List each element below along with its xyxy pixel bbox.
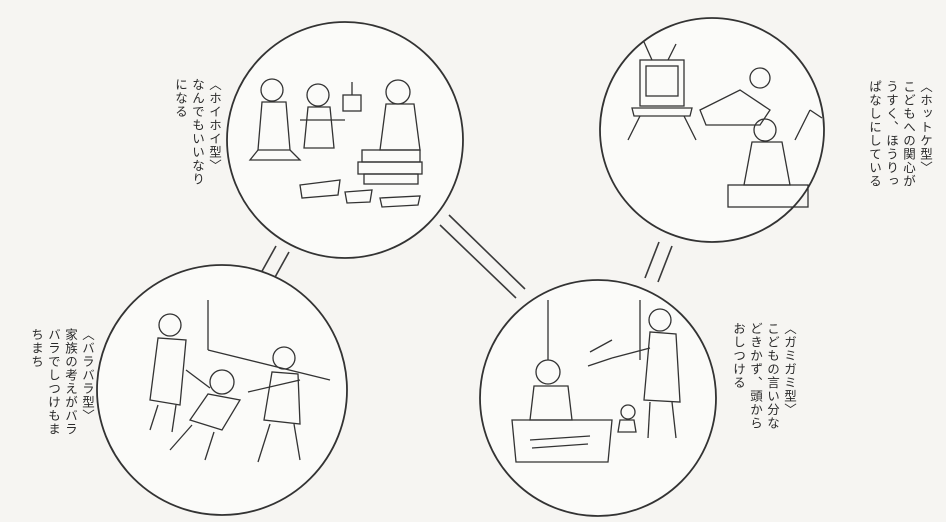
caption-hottoke-line3: ぱなしにしている: [866, 80, 883, 188]
caption-hoihoi: 〈ホイホイ型〉 なんでもいいなり になる: [172, 78, 223, 186]
circle-gamigami: [480, 280, 716, 516]
circle-barabara: [97, 265, 347, 515]
caption-hoihoi-line1: なんでもいいなり: [189, 78, 206, 186]
caption-barabara-line3: ちまち: [28, 328, 45, 436]
caption-hottoke-line1: こどもへの関心が: [900, 80, 917, 188]
connector-right-to-bottomright: [645, 242, 672, 282]
caption-gamigami-title: 〈ガミガミ型〉: [781, 322, 798, 430]
caption-barabara-line2: バラでしつけもま: [45, 328, 62, 436]
caption-barabara-title: 〈バラバラ型〉: [79, 328, 96, 436]
caption-gamigami-line2: どきかず、頭から: [747, 322, 764, 430]
circle-hoihoi: [227, 22, 463, 258]
caption-gamigami-line3: おしつける: [730, 322, 747, 430]
caption-gamigami: 〈ガミガミ型〉 こどもの言い分な どきかず、頭から おしつける: [730, 322, 798, 430]
caption-hottoke-title: 〈ホットケ型〉: [917, 80, 934, 188]
caption-hoihoi-line2: になる: [172, 78, 189, 186]
caption-barabara: 〈バラバラ型〉 家族の考えがバラ バラでしつけもま ちまち: [28, 328, 96, 436]
caption-hottoke: 〈ホットケ型〉 こどもへの関心が うすく、ほうりっ ぱなしにしている: [866, 80, 934, 188]
connector-top-to-bottomright: [440, 215, 525, 298]
caption-barabara-line1: 家族の考えがバラ: [62, 328, 79, 436]
caption-gamigami-line1: こどもの言い分な: [764, 322, 781, 430]
caption-hottoke-line2: うすく、ほうりっ: [883, 80, 900, 188]
caption-hoihoi-title: 〈ホイホイ型〉: [206, 78, 223, 186]
